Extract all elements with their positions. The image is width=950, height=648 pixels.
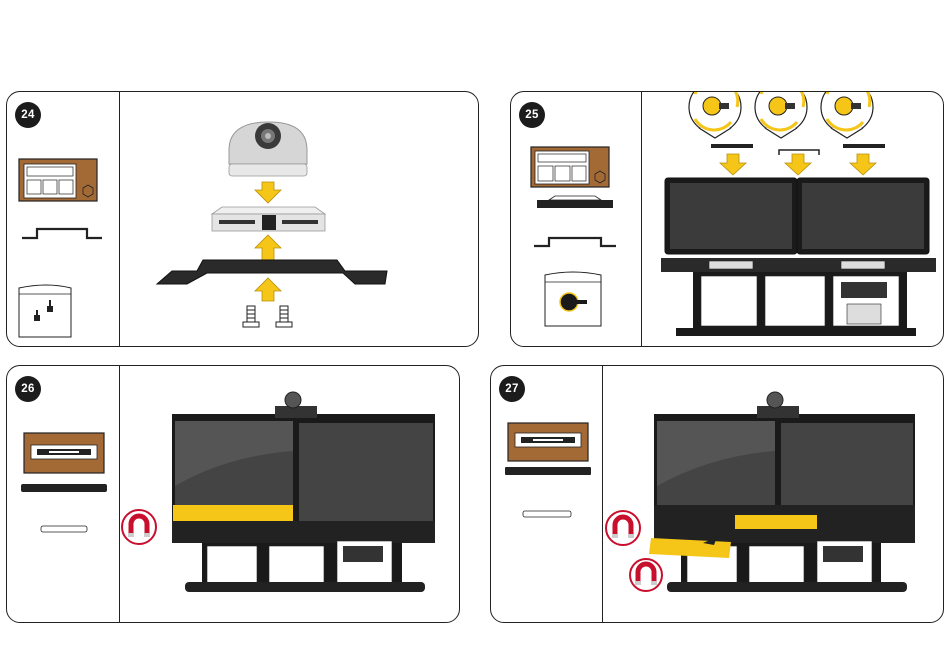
arrow-down-icon bbox=[720, 154, 746, 175]
label-strip-icon bbox=[41, 526, 87, 532]
cover-plate bbox=[711, 144, 753, 148]
label-strip-icon bbox=[523, 511, 571, 517]
yellow-cover-highlight bbox=[735, 515, 817, 529]
knob-detail-icon bbox=[755, 91, 807, 138]
step-24-panel: 24 bbox=[6, 91, 479, 347]
arrow-down-icon bbox=[785, 154, 811, 175]
arrow-down-icon bbox=[850, 154, 876, 175]
cover-strip-icon bbox=[505, 467, 591, 475]
kit-box-icon bbox=[531, 147, 609, 187]
step-26-panel: 26 bbox=[6, 365, 460, 623]
step-27-illustration bbox=[491, 366, 944, 623]
camera-icon bbox=[229, 122, 307, 176]
dual-display-icon bbox=[172, 392, 435, 592]
arrow-up-icon bbox=[255, 278, 281, 301]
step-25-panel: 25 bbox=[510, 91, 944, 347]
dual-display-icon bbox=[661, 178, 936, 336]
bracket-profile-icon bbox=[22, 229, 102, 238]
kit-box-icon bbox=[24, 433, 104, 473]
kit-box-icon bbox=[508, 423, 588, 461]
cover-plate-icon bbox=[537, 196, 613, 208]
magnet-icon bbox=[606, 511, 640, 545]
step-25-illustration bbox=[511, 92, 944, 347]
step-27-panel: 27 bbox=[490, 365, 944, 623]
cover-strip-icon bbox=[21, 484, 107, 492]
screw-bag-icon bbox=[545, 272, 601, 326]
magnet-icon bbox=[122, 510, 156, 544]
arrow-up-icon bbox=[255, 235, 281, 260]
yellow-cover-highlight bbox=[173, 505, 293, 521]
cover-plate bbox=[843, 144, 885, 148]
step-26-illustration bbox=[7, 366, 460, 623]
mounting-bracket-icon bbox=[157, 260, 387, 284]
screws-icon bbox=[243, 306, 292, 327]
arrow-down-icon bbox=[255, 182, 281, 203]
dual-display-icon bbox=[654, 392, 915, 592]
magnet-icon bbox=[630, 559, 662, 591]
codec-unit-icon bbox=[212, 207, 325, 231]
bracket-profile-icon bbox=[534, 238, 616, 246]
knob-detail-icon bbox=[821, 91, 873, 138]
screw-bag-icon bbox=[19, 285, 71, 337]
kit-box-icon bbox=[19, 159, 97, 201]
knob-detail-icon bbox=[689, 91, 741, 138]
step-24-illustration bbox=[7, 92, 479, 347]
